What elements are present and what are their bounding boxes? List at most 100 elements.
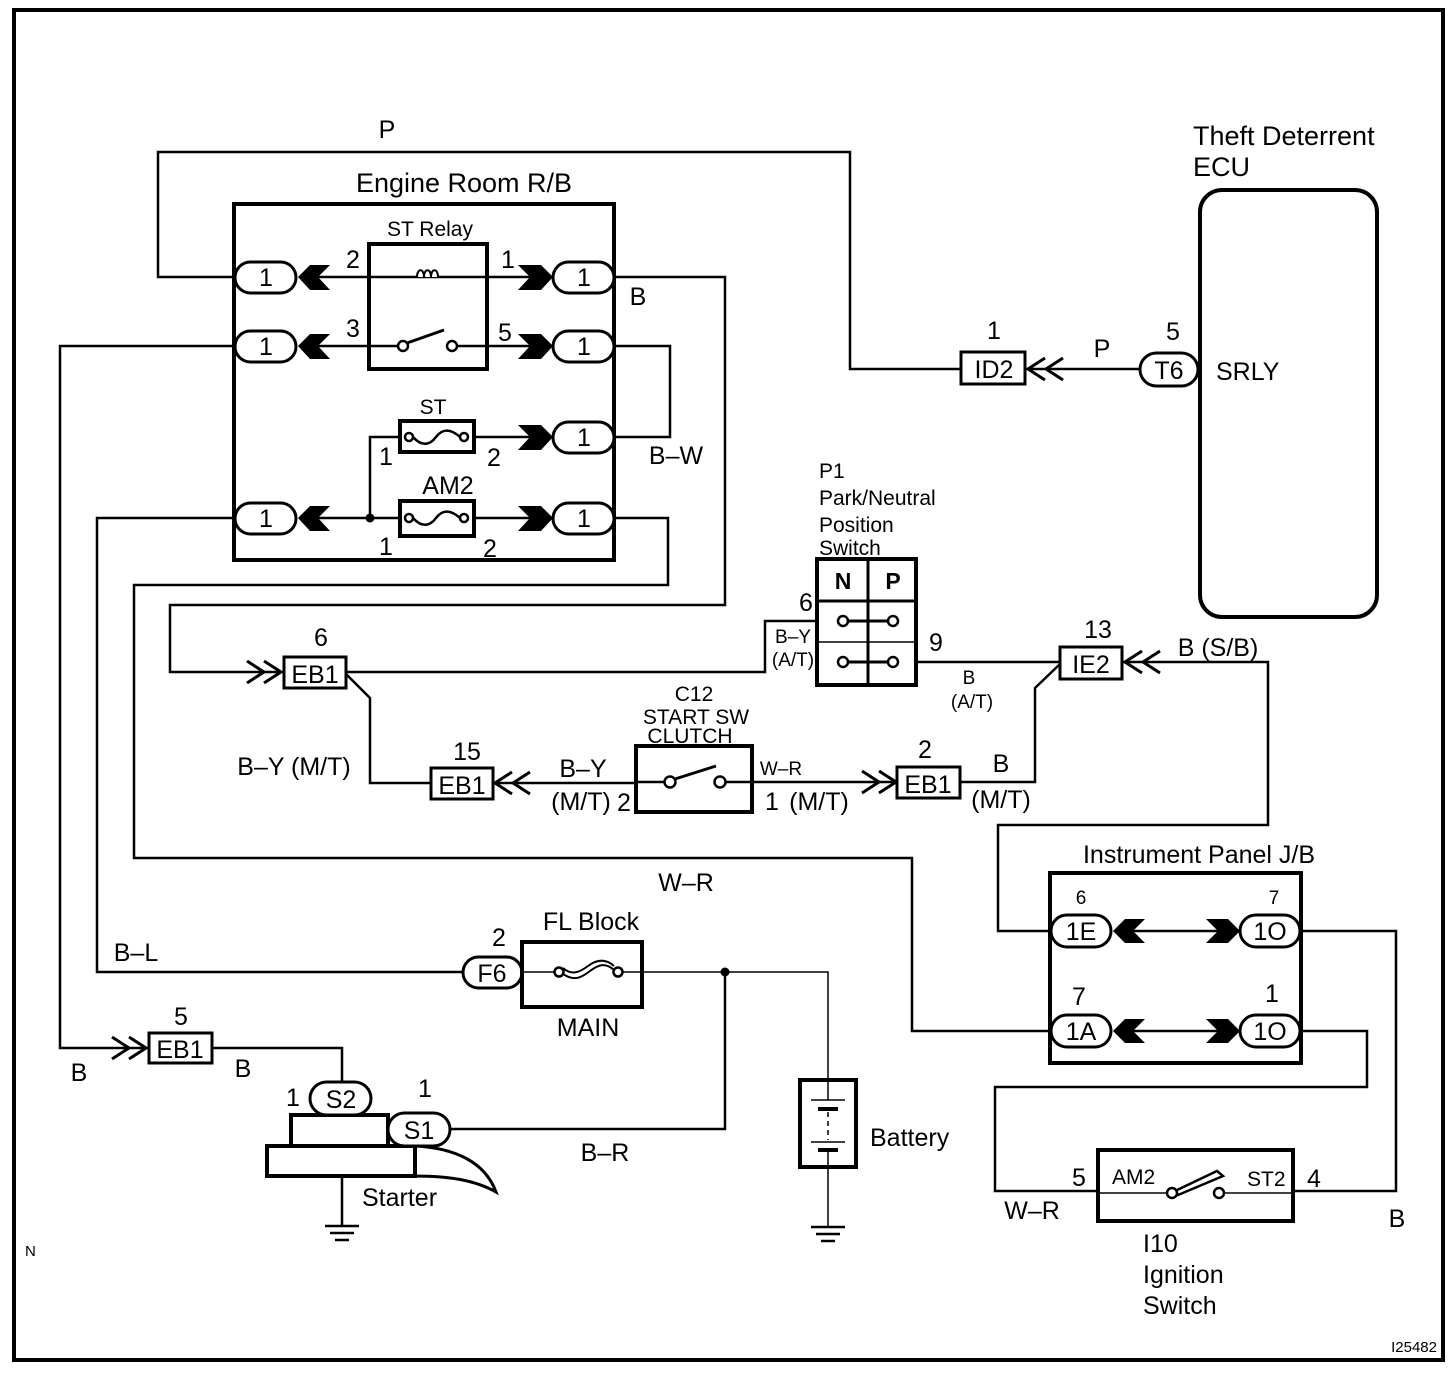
connector-oval-s1 bbox=[386, 1111, 452, 1148]
p1-name-line1: Park/Neutral bbox=[819, 487, 936, 510]
connector-oval bbox=[233, 260, 298, 295]
wire-label-b-relay: B bbox=[630, 283, 647, 311]
c12-contact bbox=[713, 775, 727, 789]
rb-connector-right-4: 1 bbox=[518, 501, 616, 536]
ip-jb-title: Instrument Panel J/B bbox=[1083, 841, 1315, 869]
ignition-pin-right: 4 bbox=[1307, 1165, 1321, 1193]
wire-label-b-ign: B bbox=[1389, 1205, 1406, 1233]
connector-oval bbox=[233, 329, 298, 364]
connector-pin: 7 bbox=[1072, 983, 1086, 1011]
wire-label-b-at-1: B bbox=[963, 668, 976, 689]
double-chevron-icon bbox=[128, 1035, 149, 1061]
starter-pinion-icon bbox=[413, 1144, 499, 1196]
connector-eb1-pin: 15 bbox=[453, 738, 481, 766]
connector-eb1-pin: 2 bbox=[918, 736, 932, 764]
fl-block-box bbox=[520, 940, 644, 1009]
connector-box-eb1 bbox=[147, 1031, 214, 1065]
junction-connector-eb1-15: EB1 15 bbox=[429, 738, 531, 801]
connector-t6-pin: 5 bbox=[1166, 318, 1180, 346]
wire-b-relay3-to-eb1-5 bbox=[58, 344, 234, 1050]
st-fuse-contact-left bbox=[403, 431, 415, 443]
theft-deterrent-ecu: Theft Deterrent ECU SRLY T6 5 bbox=[1138, 121, 1379, 619]
wire-label-br: B–R bbox=[581, 1139, 630, 1167]
wire-label-wr-long: W–R bbox=[658, 869, 714, 897]
starter-motor-body bbox=[265, 1144, 417, 1178]
wire-label-bl: B–L bbox=[114, 939, 159, 967]
connector-s1-label: S1 bbox=[404, 1117, 435, 1145]
female-terminal-icon bbox=[1113, 1019, 1145, 1043]
p1-contact bbox=[836, 655, 850, 669]
double-chevron-icon bbox=[263, 659, 284, 685]
ignition-switch: AM2 ST2 5 4 I10 Ignition Switch bbox=[1072, 1148, 1321, 1320]
wire-color-labels: P B B–W P B–Y (A/T) B (A/T) B (S/B) B–Y … bbox=[71, 116, 1406, 1233]
relay-pin-coil-right: 1 bbox=[501, 246, 515, 274]
connector-s2-pin: 1 bbox=[286, 1084, 300, 1112]
wire-p-relay-to-id2 bbox=[156, 150, 961, 371]
p1-contact bbox=[836, 614, 850, 628]
junction-connector-eb1-6: EB1 6 bbox=[246, 624, 348, 690]
wire-label-b-w: B–W bbox=[649, 442, 704, 470]
main-fuse-link-icon-outline bbox=[562, 959, 615, 974]
connector-pin: 1 bbox=[259, 505, 273, 533]
relay-coil-icon bbox=[416, 269, 439, 278]
wire-label-b-at-2: (A/T) bbox=[951, 692, 993, 713]
wire-label-mt-c12-right: (M/T) bbox=[789, 788, 849, 816]
starter-label: Starter bbox=[362, 1184, 437, 1212]
connector-pin: 6 bbox=[1076, 888, 1087, 909]
c12-switch-arm bbox=[674, 764, 717, 781]
p1-pin-left: 6 bbox=[799, 589, 813, 617]
fl-block-title: FL Block bbox=[543, 908, 640, 936]
fusible-link-block: FL Block F6 2 MAIN bbox=[461, 908, 644, 1042]
female-terminal-icon bbox=[298, 265, 330, 290]
wire-label-p-top: P bbox=[379, 116, 396, 144]
p1-pin-right: 9 bbox=[929, 629, 943, 657]
p1-contact bbox=[886, 614, 900, 628]
ip-jb-connector-1o-bottom: 1O 1 bbox=[1206, 980, 1302, 1049]
junction-connector-eb1-2: EB1 2 bbox=[861, 736, 962, 800]
double-chevron-icon bbox=[1122, 649, 1143, 675]
st-fuse-pin-right: 2 bbox=[487, 444, 501, 472]
relay-pin-switch-right: 5 bbox=[498, 319, 512, 347]
double-chevron-icon bbox=[1043, 356, 1064, 382]
ignition-name-line2: Switch bbox=[1143, 1292, 1217, 1320]
junction-connector-id2: ID2 1 bbox=[959, 317, 1064, 386]
rb-connector-right-1: 1 bbox=[518, 260, 616, 295]
connector-t6-label: T6 bbox=[1154, 357, 1183, 385]
female-terminal-icon bbox=[298, 334, 330, 359]
connector-label: 1E bbox=[1066, 918, 1097, 946]
st-fuse-pin-left: 1 bbox=[379, 443, 393, 471]
wire-label-by-mt-left: B–Y (M/T) bbox=[237, 753, 350, 781]
st-relay-label: ST Relay bbox=[387, 218, 473, 241]
wire-label-by-at-2: (A/T) bbox=[772, 650, 814, 671]
wire-br-to-s1 bbox=[450, 972, 727, 1131]
relay-switch-arm bbox=[406, 328, 445, 345]
wire-label-wr-ign: W–R bbox=[1004, 1197, 1060, 1225]
wire-label-b-eb1: B bbox=[235, 1055, 252, 1083]
wire-b-relay1-to-eb1-6 bbox=[168, 275, 727, 674]
wire-label-b-left: B bbox=[71, 1059, 88, 1087]
connector-label: 1O bbox=[1253, 918, 1286, 946]
wire-bw-relay5-to-st bbox=[614, 344, 672, 439]
ecu-terminal-srly: SRLY bbox=[1216, 358, 1280, 386]
connector-eb1-pin: 6 bbox=[314, 624, 328, 652]
wire-label-by-mt-c12-2: (M/T) bbox=[551, 788, 611, 816]
connector-oval bbox=[551, 260, 616, 295]
ignition-name-line1: Ignition bbox=[1143, 1261, 1224, 1289]
connector-box-eb1 bbox=[429, 766, 495, 801]
male-terminal-icon bbox=[518, 265, 553, 290]
wire-main-to-battery bbox=[642, 971, 829, 1080]
main-fuse-contact bbox=[612, 966, 624, 978]
connector-oval bbox=[1049, 1013, 1113, 1049]
st-fuse-link-icon bbox=[412, 429, 461, 445]
connector-oval-t6 bbox=[1138, 351, 1200, 388]
double-chevron-icon bbox=[111, 1035, 132, 1061]
relay-contact-left bbox=[396, 339, 410, 353]
connector-pin: 1 bbox=[577, 264, 591, 292]
connector-oval bbox=[1049, 913, 1113, 949]
wire-by-at-eb1-to-p1 bbox=[346, 619, 817, 674]
junction-dot-main bbox=[720, 967, 730, 977]
wire-label-wr-c12: W–R bbox=[760, 759, 802, 780]
c12-pin-right: 1 bbox=[765, 788, 779, 816]
st-fuse-contact-right bbox=[458, 431, 470, 443]
junction-connector-ie2: IE2 13 bbox=[1058, 616, 1161, 681]
